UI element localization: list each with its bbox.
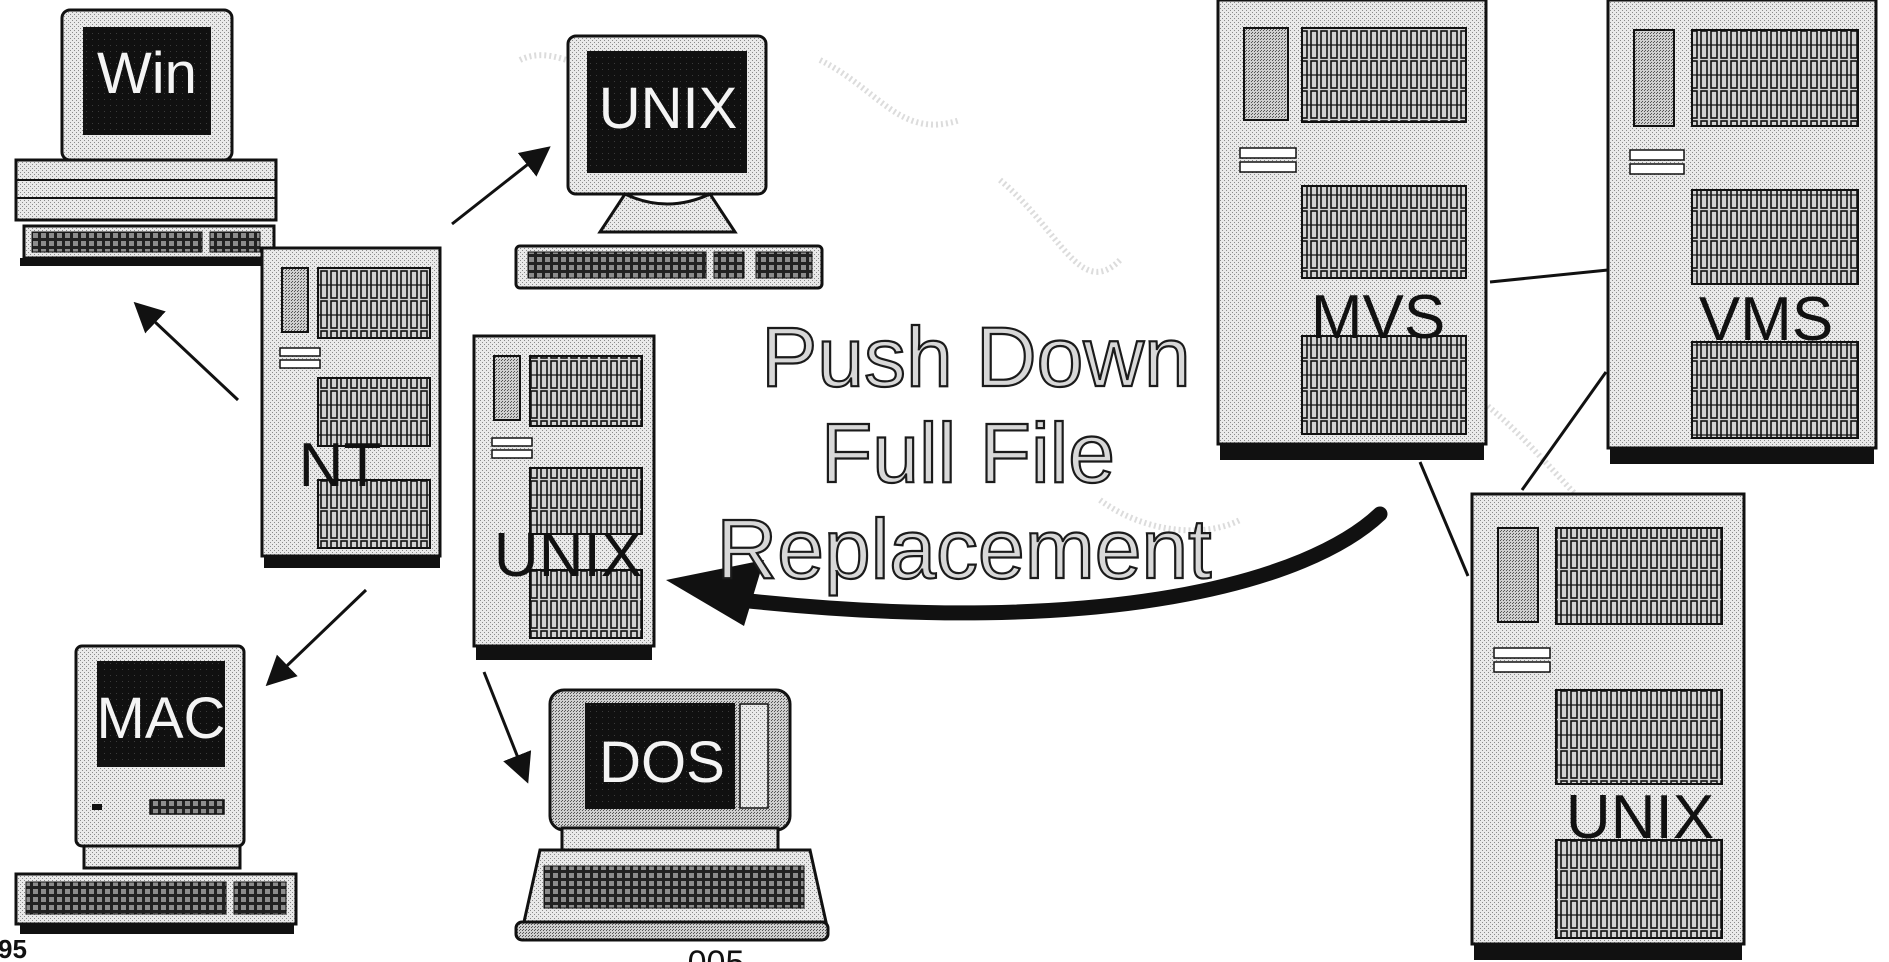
arrow-icon [451, 146, 551, 226]
title-line-2: Full File [821, 406, 1115, 500]
vms-mainframe-cabinet-icon: VMS [1606, 0, 1878, 464]
win-desktop-computer-icon: Win [14, 8, 278, 266]
vms-label: VMS [1699, 285, 1833, 354]
mvs-vms-connector [1489, 268, 1609, 284]
unix-mainframe-label: UNIX [1566, 783, 1714, 852]
unix-tower-server-icon: UNIX [472, 334, 656, 660]
mainframe-connections [1418, 268, 1609, 577]
diagram-title: Push Down Full File Replacement [715, 309, 1212, 597]
nt-tower-server-icon: NT [260, 246, 442, 568]
title-line-1: Push Down [761, 310, 1191, 404]
unix-desktop-label: UNIX [599, 76, 738, 141]
mvs-label: MVS [1311, 283, 1445, 352]
arrow-icon [133, 301, 240, 402]
win-label: Win [97, 41, 197, 106]
dos-label: DOS [599, 730, 725, 795]
vms-unix-connector [1520, 371, 1608, 491]
mac-computer-icon: MAC [14, 644, 298, 934]
unix-mainframe-cabinet-icon: UNIX [1470, 492, 1746, 960]
mvs-mainframe-cabinet-icon: MVS [1216, 0, 1488, 460]
arrow-icon [482, 671, 532, 784]
arrow-icon [265, 588, 368, 687]
push-down-arrow-icon [666, 506, 1388, 626]
nt-label: NT [299, 431, 382, 500]
unix-server-label: UNIX [494, 521, 642, 590]
title-line-3: Replacement [717, 502, 1212, 596]
page-number-fragment: 005 [688, 944, 745, 962]
distribution-arrows [133, 146, 551, 784]
dos-laptop-computer-icon: DOS [514, 688, 830, 942]
corner-fragment: 95 [0, 934, 27, 962]
unix-desktop-computer-icon: UNIX [514, 34, 824, 290]
mvs-unix-connector [1418, 461, 1470, 577]
mac-label: MAC [97, 686, 226, 751]
